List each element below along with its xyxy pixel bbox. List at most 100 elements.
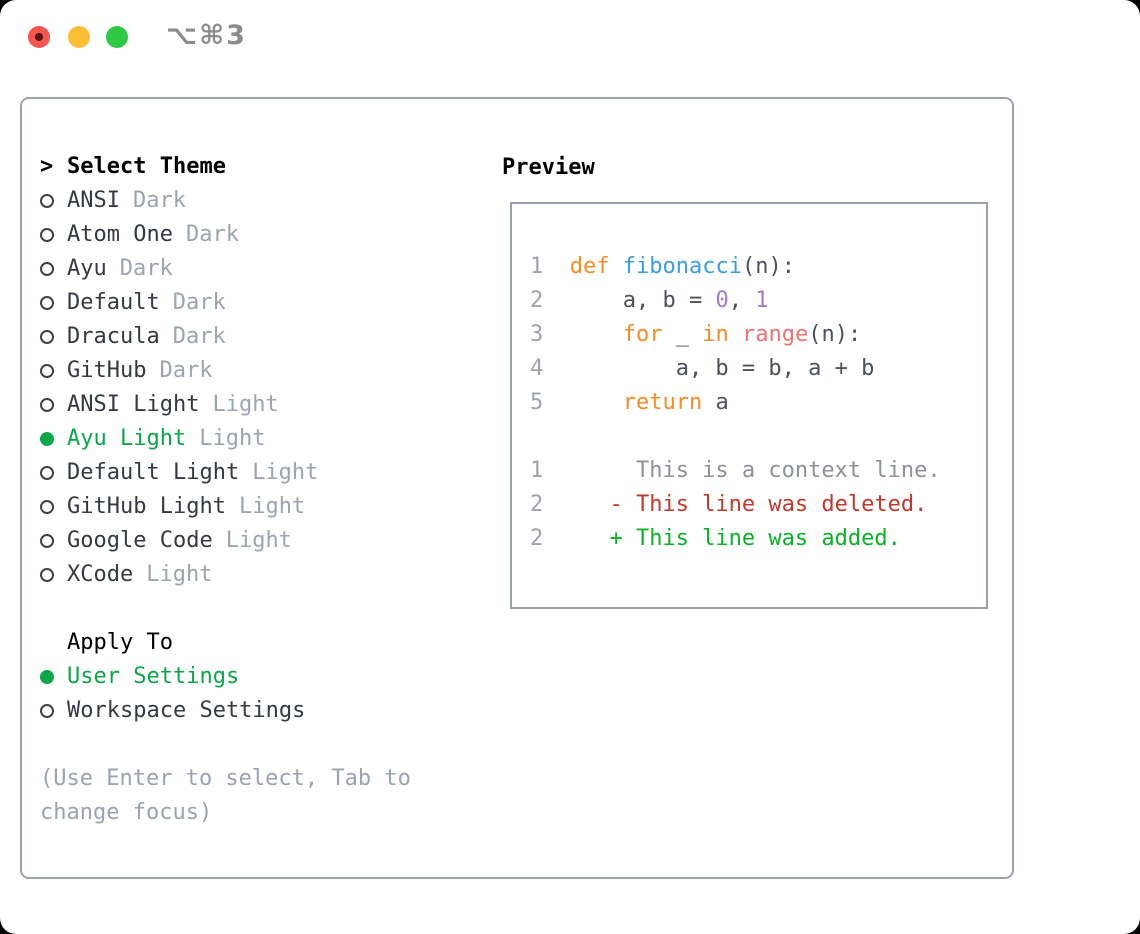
code-segment-keyword: def	[569, 254, 610, 279]
line-number: 2	[530, 288, 544, 313]
radio-icon[interactable]	[40, 466, 54, 480]
hint-text-line2: change focus)	[40, 800, 213, 825]
radio-icon[interactable]	[40, 500, 54, 514]
hint-text-line1: (Use Enter to select, Tab to	[40, 766, 411, 791]
theme-option-default-light[interactable]: Default Light Light	[40, 456, 411, 490]
theme-variant-label: Dark	[159, 358, 213, 383]
radio-selected-icon[interactable]	[40, 670, 54, 684]
window-title: ⌥⌘3	[166, 20, 247, 51]
code-segment-builtin: range	[741, 322, 809, 347]
zoom-button[interactable]	[106, 26, 128, 48]
code-segment-fg: a	[702, 390, 729, 415]
radio-selected-icon[interactable]	[40, 432, 54, 446]
code-segment-fg	[609, 254, 622, 279]
code-line	[530, 420, 941, 454]
code-segment-fg: a, b = b, a + b	[569, 356, 875, 381]
code-segment-keyword: in	[702, 322, 729, 347]
line-number: 3	[530, 322, 544, 347]
theme-variant-label: Light	[238, 494, 306, 519]
theme-name: Google Code	[67, 528, 213, 553]
code-line: 1 def fibonacci(n):	[530, 250, 941, 284]
theme-variant-label: Dark	[172, 324, 226, 349]
theme-option-xcode[interactable]: XCode Light	[40, 558, 411, 592]
theme-variant-label: Light	[199, 426, 266, 451]
theme-name: XCode	[67, 562, 134, 587]
apply-to-header: Apply To	[40, 626, 411, 660]
theme-variant-label: Dark	[132, 188, 186, 213]
radio-icon[interactable]	[40, 296, 54, 310]
theme-name: Default Light	[67, 460, 240, 485]
spacer	[40, 592, 411, 626]
theme-variant-label: Light	[225, 528, 292, 553]
apply-to-title: Apply To	[67, 630, 173, 655]
radio-icon[interactable]	[40, 194, 54, 208]
radio-icon[interactable]	[40, 568, 54, 582]
line-number: 1	[530, 254, 544, 279]
code-line: 2 - This line was deleted.	[530, 488, 941, 522]
theme-option-google-code[interactable]: Google Code Light	[40, 524, 411, 558]
code-segment-function: fibonacci	[622, 254, 742, 279]
radio-icon[interactable]	[40, 364, 54, 378]
theme-name: GitHub Light	[67, 494, 226, 519]
code-segment-fg	[570, 322, 623, 347]
code-segment-fg: (n):	[808, 322, 862, 347]
theme-option-default[interactable]: Default Dark	[40, 286, 411, 320]
code-segment-added: + This line was added.	[569, 526, 901, 551]
code-segment-fg: _	[662, 322, 703, 347]
theme-variant-label: Dark	[172, 290, 226, 315]
apply-option-workspace-settings[interactable]: Workspace Settings	[40, 694, 411, 728]
line-number: 2	[530, 526, 544, 551]
code-line: 1 This is a context line.	[530, 454, 941, 488]
theme-name: Default	[67, 290, 160, 315]
radio-icon[interactable]	[40, 398, 54, 412]
code-line: 4 a, b = b, a + b	[530, 352, 941, 386]
select-theme-header: > Select Theme	[40, 150, 411, 184]
focus-pointer-icon: >	[40, 154, 54, 179]
theme-name: GitHub	[67, 358, 147, 383]
code-line: 2 a, b = 0, 1	[530, 284, 941, 318]
code-segment-fg	[570, 390, 623, 415]
code-line: 5 return a	[530, 386, 941, 420]
line-number: 1	[530, 458, 544, 483]
radio-icon[interactable]	[40, 228, 54, 242]
code-segment-fg: ,	[728, 288, 756, 313]
radio-icon[interactable]	[40, 330, 54, 344]
apply-option-label: Workspace Settings	[67, 698, 306, 723]
preview-title: Preview	[502, 155, 595, 180]
theme-variant-label: Dark	[185, 222, 239, 247]
spacer	[40, 728, 411, 762]
code-segment-fg	[729, 322, 742, 347]
theme-option-github[interactable]: GitHub Dark	[40, 354, 411, 388]
code-segment-number: 0	[715, 288, 729, 313]
code-line: 3 for _ in range(n):	[530, 318, 941, 352]
apply-option-user-settings[interactable]: User Settings	[40, 660, 411, 694]
code-segment-context: This is a context line.	[569, 458, 941, 483]
apply-option-label: User Settings	[67, 664, 240, 689]
theme-variant-label: Light	[146, 562, 213, 587]
minimize-button[interactable]	[68, 26, 90, 48]
close-button[interactable]	[28, 26, 50, 48]
code-segment-fg: (n):	[741, 254, 795, 279]
theme-option-github-light[interactable]: GitHub Light Light	[40, 490, 411, 524]
theme-name: Ayu	[67, 256, 107, 281]
radio-icon[interactable]	[40, 704, 54, 718]
line-number: 2	[530, 492, 544, 517]
code-segment-keyword: for	[622, 322, 663, 347]
theme-variant-label: Light	[252, 460, 319, 485]
radio-icon[interactable]	[40, 534, 54, 548]
radio-icon[interactable]	[40, 262, 54, 276]
window-titlebar: ⌥⌘3	[0, 0, 1140, 75]
